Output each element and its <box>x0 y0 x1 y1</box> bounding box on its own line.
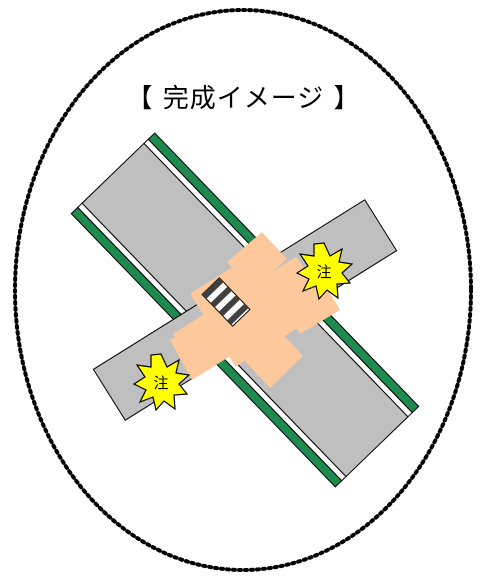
crosswalk <box>201 277 251 327</box>
caution-badge-east: 注 <box>295 242 354 301</box>
pavement-cross-west <box>170 315 232 380</box>
pavement-main-north <box>227 232 287 289</box>
caution-label-west: 注 <box>153 374 168 392</box>
starburst-icon <box>295 242 354 301</box>
caution-label-east: 注 <box>316 263 331 281</box>
caution-badge-west: 注 <box>132 353 191 412</box>
pavement-main-south <box>230 313 303 388</box>
starburst-icon <box>132 353 191 412</box>
diagram-title: 【 完成イメージ 】 <box>126 84 361 114</box>
dotted-oval-frame <box>13 8 473 572</box>
